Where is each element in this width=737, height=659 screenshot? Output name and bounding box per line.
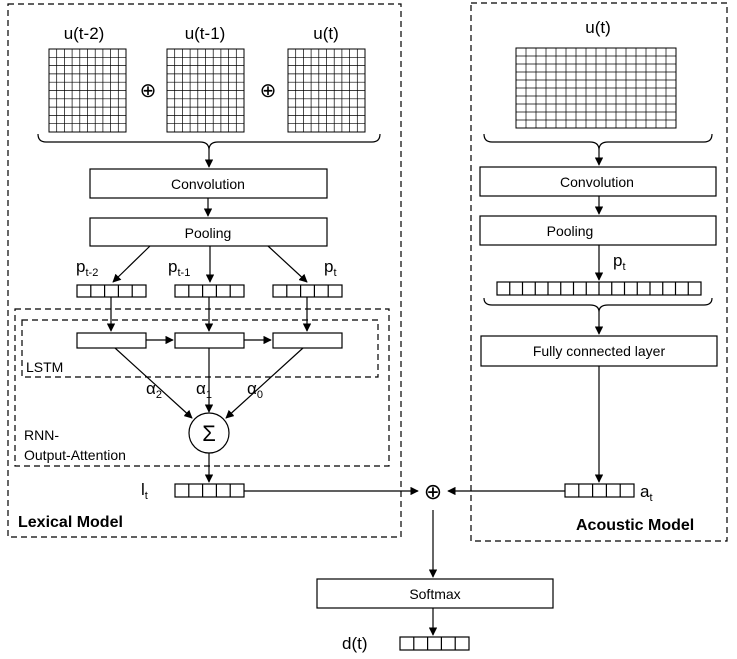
lexical-model-container [7, 3, 402, 538]
final-output-vector [399, 636, 470, 651]
acoustic-input-label: u(t) [585, 18, 611, 37]
acoustic-pooling-box [479, 215, 717, 246]
acoustic-convolution-box [479, 166, 717, 197]
attention-label-line-2: Output-Attention [24, 447, 126, 463]
lexical-input-grid-2 [287, 48, 366, 133]
pool-output-vector-1 [174, 284, 245, 298]
attention-container [14, 308, 390, 467]
lexical-input-brace [37, 133, 381, 151]
acoustic-output-vector [564, 483, 635, 498]
lexical-convolution-label: Convolution [171, 176, 245, 192]
pool-output-label-0: pt-2 [76, 257, 98, 279]
attention-weight-1: α1 [196, 379, 212, 401]
fusion-operator: ⊕ [424, 479, 442, 504]
acoustic-convolution-label: Convolution [560, 174, 634, 190]
acoustic-model-container [470, 2, 728, 542]
attention-arrow-2 [225, 347, 304, 419]
lexical-output-vector [174, 483, 245, 498]
softmax-label: Softmax [409, 586, 460, 602]
attention-weight-2: α0 [247, 379, 263, 401]
attention-arrow-0 [114, 347, 193, 419]
lstm-container [21, 319, 379, 378]
pool-output-label-1: pt-1 [168, 257, 190, 279]
acoustic-pooling-label: Pooling [547, 223, 594, 239]
lexical-input-label-2: u(t) [313, 24, 339, 43]
lexical-convolution-box [89, 168, 328, 199]
concat-operator-1: ⊕ [140, 80, 157, 102]
acoustic-output-label: at [640, 482, 653, 504]
lexical-input-label-0: u(t-2) [64, 24, 105, 43]
attention-weight-0: α2 [146, 379, 162, 401]
acoustic-pool-output-label: pt [613, 251, 626, 273]
lstm-label: LSTM [26, 359, 63, 375]
lstm-cell-2 [272, 332, 343, 349]
acoustic-pool-output-vector [496, 281, 702, 296]
attention-label-line-1: RNN- [24, 427, 59, 443]
acoustic-input-grid [515, 47, 677, 129]
lexical-pooling-box [89, 217, 328, 247]
softmax-box [316, 578, 554, 609]
fc-layer-box [480, 335, 718, 367]
acoustic-output-brace [483, 297, 713, 313]
lexical-input-grid-1 [166, 48, 245, 133]
concat-operator-2: ⊕ [260, 80, 277, 102]
lstm-cell-0 [76, 332, 147, 349]
lexical-model-title: Lexical Model [18, 514, 123, 531]
pool-output-label-2: pt [324, 257, 337, 279]
lexical-pooling-label: Pooling [185, 225, 232, 241]
arrow-pool-to-p2 [112, 245, 151, 283]
pool-output-vector-0 [76, 284, 147, 298]
sum-symbol: Σ [202, 421, 216, 446]
pool-output-vector-2 [272, 284, 343, 298]
acoustic-input-brace [483, 133, 713, 151]
lstm-cell-1 [174, 332, 245, 349]
fc-layer-label: Fully connected layer [533, 343, 666, 359]
acoustic-model-title: Acoustic Model [576, 517, 694, 534]
final-output-label: d(t) [342, 634, 368, 653]
lexical-input-grid-0 [48, 48, 127, 133]
arrow-pool-to-p0 [267, 245, 308, 283]
lexical-input-label-1: u(t-1) [185, 24, 226, 43]
lexical-output-label: lt [141, 480, 148, 502]
